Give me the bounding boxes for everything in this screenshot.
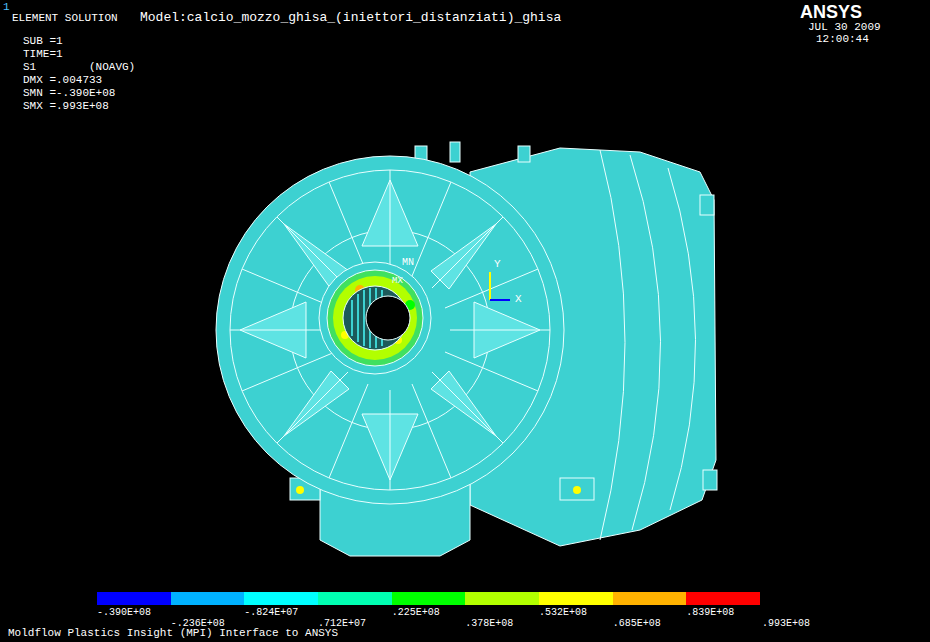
axis-triad	[490, 272, 510, 300]
hub-stress-zone	[296, 270, 581, 494]
min-marker: MN	[402, 257, 414, 268]
substep: SUB =1	[23, 35, 63, 47]
scale-value: .225E+08	[392, 607, 440, 618]
scale-value: -.390E+08	[97, 607, 151, 618]
result-type: ELEMENT SOLUTION	[12, 12, 118, 24]
scale-value: .378E+08	[465, 618, 513, 629]
stress-component: S1 (NOAVG)	[23, 61, 135, 73]
legend-swatch	[539, 592, 613, 605]
legend-swatch	[244, 592, 318, 605]
legend-swatch	[613, 592, 687, 605]
scale-value: .839E+08	[686, 607, 734, 618]
min-stress: SMN =-.390E+08	[23, 87, 115, 99]
max-stress: SMX =.993E+08	[23, 100, 109, 112]
scale-value: .532E+08	[539, 607, 587, 618]
scale-value: .712E+07	[318, 618, 366, 629]
legend-swatch	[392, 592, 466, 605]
legend-swatch	[318, 592, 392, 605]
legend-swatch	[171, 592, 245, 605]
scale-value: .993E+08	[762, 618, 810, 629]
housing-model	[216, 142, 717, 556]
scale-value: -.236E+08	[171, 618, 225, 629]
legend-swatch	[97, 592, 171, 605]
plot-time: 12:00:44	[816, 33, 869, 45]
axis-label: X	[515, 293, 522, 305]
axis-label: Y	[494, 258, 501, 270]
max-marker: MX	[392, 276, 403, 286]
legend-swatch	[686, 592, 760, 605]
time-step: TIME=1	[23, 48, 63, 60]
window-number: 1	[3, 1, 10, 13]
scale-value: -.824E+07	[244, 607, 298, 618]
model-name: Model:calcio_mozzo_ghisa_(iniettori_dist…	[140, 11, 561, 25]
plot-date: JUL 30 2009	[808, 21, 881, 33]
ansys-logo: ANSYS	[800, 3, 862, 22]
legend-swatch	[465, 592, 539, 605]
max-displacement: DMX =.004733	[23, 74, 102, 86]
scale-value: .685E+08	[613, 618, 661, 629]
